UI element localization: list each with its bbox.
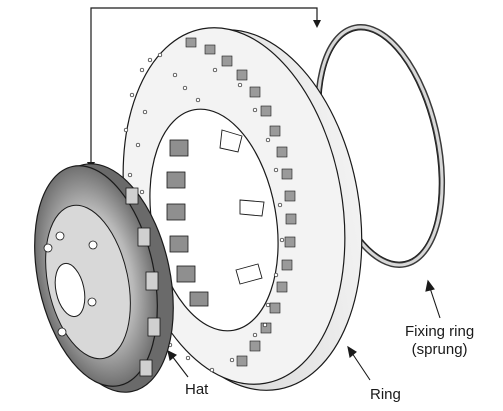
ventilation-slots xyxy=(185,37,297,367)
brake-hat xyxy=(34,163,174,393)
inner-tabs xyxy=(219,129,265,285)
brake-disc-ring xyxy=(122,27,363,391)
leader-arrows xyxy=(167,279,441,381)
inner-drive-lugs xyxy=(166,139,209,307)
ring-label: Ring xyxy=(370,386,401,403)
fixing-ring-label-line2: (sprung) xyxy=(411,341,468,358)
hat-label: Hat xyxy=(185,381,209,398)
fixing-ring-label-line1: Fixing ring xyxy=(405,323,475,340)
hat-drive-teeth xyxy=(125,187,161,377)
hat-bolt-holes xyxy=(43,231,98,337)
fixing-ring-label: Fixing ring (sprung) xyxy=(405,323,474,359)
